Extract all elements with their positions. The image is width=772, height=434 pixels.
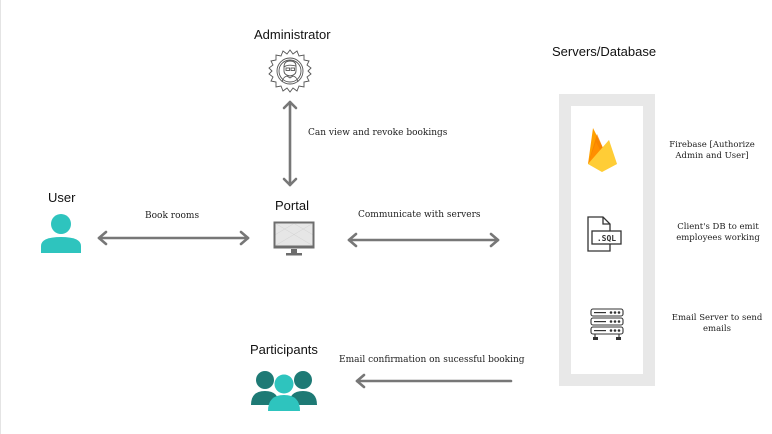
portal-label: Portal xyxy=(275,198,309,213)
client-db-desc-line1: Client's DB to emit xyxy=(677,222,759,232)
firebase-icon xyxy=(588,128,617,172)
servers-participants-label: Email confirmation on sucessful booking xyxy=(339,355,525,365)
email-server-desc-line1: Email Server to send xyxy=(671,313,763,323)
sql-file-icon: .SQL xyxy=(587,216,622,252)
page-edge xyxy=(0,0,1,434)
user-portal-label: Book rooms xyxy=(145,211,200,221)
server-rack-icon xyxy=(590,308,624,340)
participants-label: Participants xyxy=(250,342,318,357)
firebase-desc-line2: Admin and User] xyxy=(675,151,749,161)
admin-portal-arrow xyxy=(282,100,298,187)
portal-servers-arrow xyxy=(347,232,500,248)
administrator-label: Administrator xyxy=(254,27,331,42)
servers-participants-arrow xyxy=(355,373,513,389)
user-portal-arrow xyxy=(97,230,250,246)
client-db-desc-line2: employees working xyxy=(676,233,760,243)
firebase-description: Firebase [Authorize Admin and User] xyxy=(662,140,762,162)
email-server-desc-line2: emails xyxy=(703,324,731,334)
user-icon xyxy=(41,214,81,253)
user-label: User xyxy=(48,190,76,205)
group-icon xyxy=(251,371,317,411)
client-db-description: Client's DB to emit employees working xyxy=(666,222,770,244)
portal-servers-label: Communicate with servers xyxy=(358,210,481,220)
firebase-desc-line1: Firebase [Authorize xyxy=(669,140,755,150)
email-server-description: Email Server to send emails xyxy=(668,313,766,335)
admin-portal-label: Can view and revoke bookings xyxy=(308,128,448,138)
admin-gear-icon xyxy=(268,49,312,93)
monitor-icon xyxy=(273,221,315,256)
sql-icon-text: .SQL xyxy=(597,234,616,243)
servers-label: Servers/Database xyxy=(552,44,657,59)
